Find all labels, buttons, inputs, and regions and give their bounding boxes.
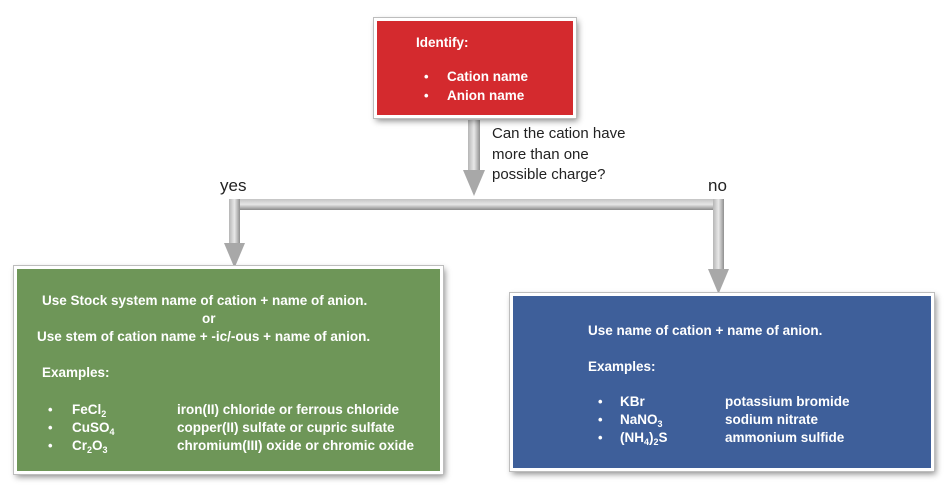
question-line-3: possible charge? bbox=[492, 166, 606, 183]
rule-line-1: Use Stock system name of cation + name o… bbox=[42, 293, 368, 308]
identify-box: Identify: • Cation name • Anion name bbox=[374, 18, 576, 118]
bullet-icon: • bbox=[48, 420, 53, 435]
examples-label: Examples: bbox=[42, 365, 110, 380]
bullet-icon: • bbox=[598, 394, 603, 409]
bullet-icon: • bbox=[598, 430, 603, 445]
stock-system-box: Use Stock system name of cation + name o… bbox=[14, 266, 443, 474]
name-nano3: sodium nitrate bbox=[725, 412, 819, 427]
name-cuso4: copper(II) sulfate or cupric sulfate bbox=[177, 420, 395, 435]
branch-bar bbox=[229, 199, 724, 210]
bullet-icon: • bbox=[424, 88, 429, 103]
branch-no-label: no bbox=[708, 176, 727, 195]
identify-item-anion: Anion name bbox=[447, 88, 525, 103]
yes-connector bbox=[229, 199, 240, 245]
name-kbr: potassium bromide bbox=[725, 394, 850, 409]
trunk-arrow-head bbox=[463, 170, 485, 196]
rule-line: Use name of cation + name of anion. bbox=[588, 323, 823, 338]
trunk-connector bbox=[468, 120, 480, 172]
yes-arrow-head bbox=[224, 243, 245, 268]
identify-item-cation: Cation name bbox=[447, 69, 529, 84]
rule-line-or: or bbox=[202, 311, 216, 326]
formula-cr2o3: Cr2O3 bbox=[72, 438, 108, 455]
name-nh4-2-s: ammonium sulfide bbox=[725, 430, 845, 445]
no-arrow-head bbox=[708, 269, 729, 294]
formula-kbr: KBr bbox=[620, 394, 645, 409]
identify-title: Identify: bbox=[416, 35, 469, 50]
name-fecl2: iron(II) chloride or ferrous chloride bbox=[177, 402, 400, 417]
question-line-1: Can the cation have bbox=[492, 125, 626, 142]
bullet-icon: • bbox=[48, 438, 53, 453]
no-connector bbox=[713, 199, 724, 271]
formula-cuso4: CuSO4 bbox=[72, 420, 115, 437]
formula-nano3: NaNO3 bbox=[620, 412, 663, 429]
examples-label: Examples: bbox=[588, 359, 656, 374]
bullet-icon: • bbox=[424, 69, 429, 84]
bullet-icon: • bbox=[598, 412, 603, 427]
formula-nh4-2-s: (NH4)2S bbox=[620, 430, 668, 447]
bullet-icon: • bbox=[48, 402, 53, 417]
rule-line-2: Use stem of cation name + -ic/-ous + nam… bbox=[37, 329, 371, 344]
formula-fecl2: FeCl2 bbox=[72, 402, 107, 419]
name-cr2o3: chromium(III) oxide or chromic oxide bbox=[177, 438, 415, 453]
simple-name-box: Use name of cation + name of anion. Exam… bbox=[510, 293, 934, 471]
question-line-2: more than one bbox=[492, 146, 589, 163]
branch-yes-label: yes bbox=[220, 176, 247, 195]
